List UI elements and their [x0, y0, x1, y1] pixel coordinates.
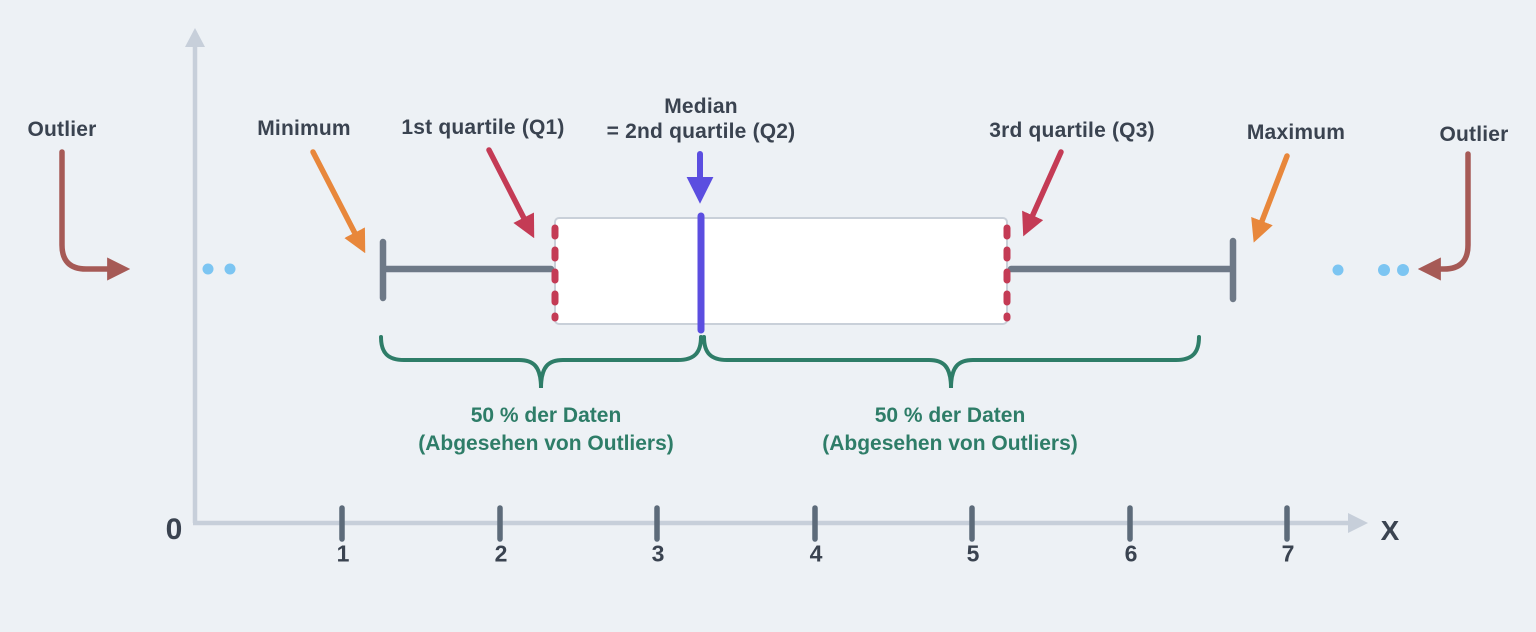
maximum-arrow: [1251, 153, 1290, 243]
x-axis-ticks: [339, 505, 1290, 542]
quartile-dashed-lines: [551, 224, 1011, 322]
x-tick-label-2: 2: [494, 540, 508, 567]
iqr-box: [554, 217, 1008, 325]
q1-label: 1st quartile (Q1): [401, 116, 565, 139]
outlier-dot: [1332, 264, 1344, 276]
x-tick-label-4: 4: [809, 540, 823, 567]
outlier-left-arrow: [59, 149, 131, 281]
x-axis: [193, 513, 1368, 533]
x-tick-label-7: 7: [1281, 540, 1295, 567]
outlier-dot: [224, 263, 236, 275]
outlier-dot: [1378, 264, 1390, 276]
outlier-left-label: Outlier: [27, 118, 97, 141]
x-tick-label-1: 1: [336, 540, 350, 567]
right-50pct-brace: [702, 335, 1201, 389]
minimum-arrow: [310, 149, 366, 254]
median-label: Median = 2nd quartile (Q2): [607, 94, 796, 144]
y-axis-arrowhead: [185, 28, 205, 47]
x-axis-label: X: [1380, 515, 1400, 546]
whiskers: [379, 237, 1237, 303]
x-tick-label-3: 3: [651, 540, 665, 567]
median-label-line1: Median: [664, 95, 738, 118]
left-50pct-brace: [379, 335, 703, 389]
minimum-label: Minimum: [257, 117, 351, 140]
outlier-right-label: Outlier: [1439, 123, 1509, 146]
left-50pct-line2: (Abgesehen von Outliers): [418, 432, 674, 455]
outlier-right-arrow: [1417, 151, 1471, 281]
outlier-dot: [202, 263, 214, 275]
right-50pct-line2: (Abgesehen von Outliers): [822, 432, 1078, 455]
outlier-dot: [1397, 264, 1409, 276]
x-axis-arrowhead: [1348, 513, 1368, 533]
x-tick-label-5: 5: [966, 540, 980, 567]
left-50pct-annotation: 50 % der Daten (Abgesehen von Outliers): [418, 402, 674, 458]
right-50pct-annotation: 50 % der Daten (Abgesehen von Outliers): [822, 402, 1078, 458]
right-50pct-line1: 50 % der Daten: [874, 404, 1026, 427]
y-axis: [185, 28, 205, 523]
left-50pct-line1: 50 % der Daten: [470, 404, 622, 427]
x-tick-label-6: 6: [1124, 540, 1138, 567]
maximum-label: Maximum: [1246, 121, 1346, 144]
q3-arrow: [1022, 149, 1064, 237]
outlier-dots: [202, 263, 1409, 276]
q1-arrow: [486, 147, 535, 239]
q3-label: 3rd quartile (Q3): [989, 119, 1155, 142]
origin-label: 0: [165, 513, 183, 546]
median-label-line2: = 2nd quartile (Q2): [606, 120, 796, 143]
